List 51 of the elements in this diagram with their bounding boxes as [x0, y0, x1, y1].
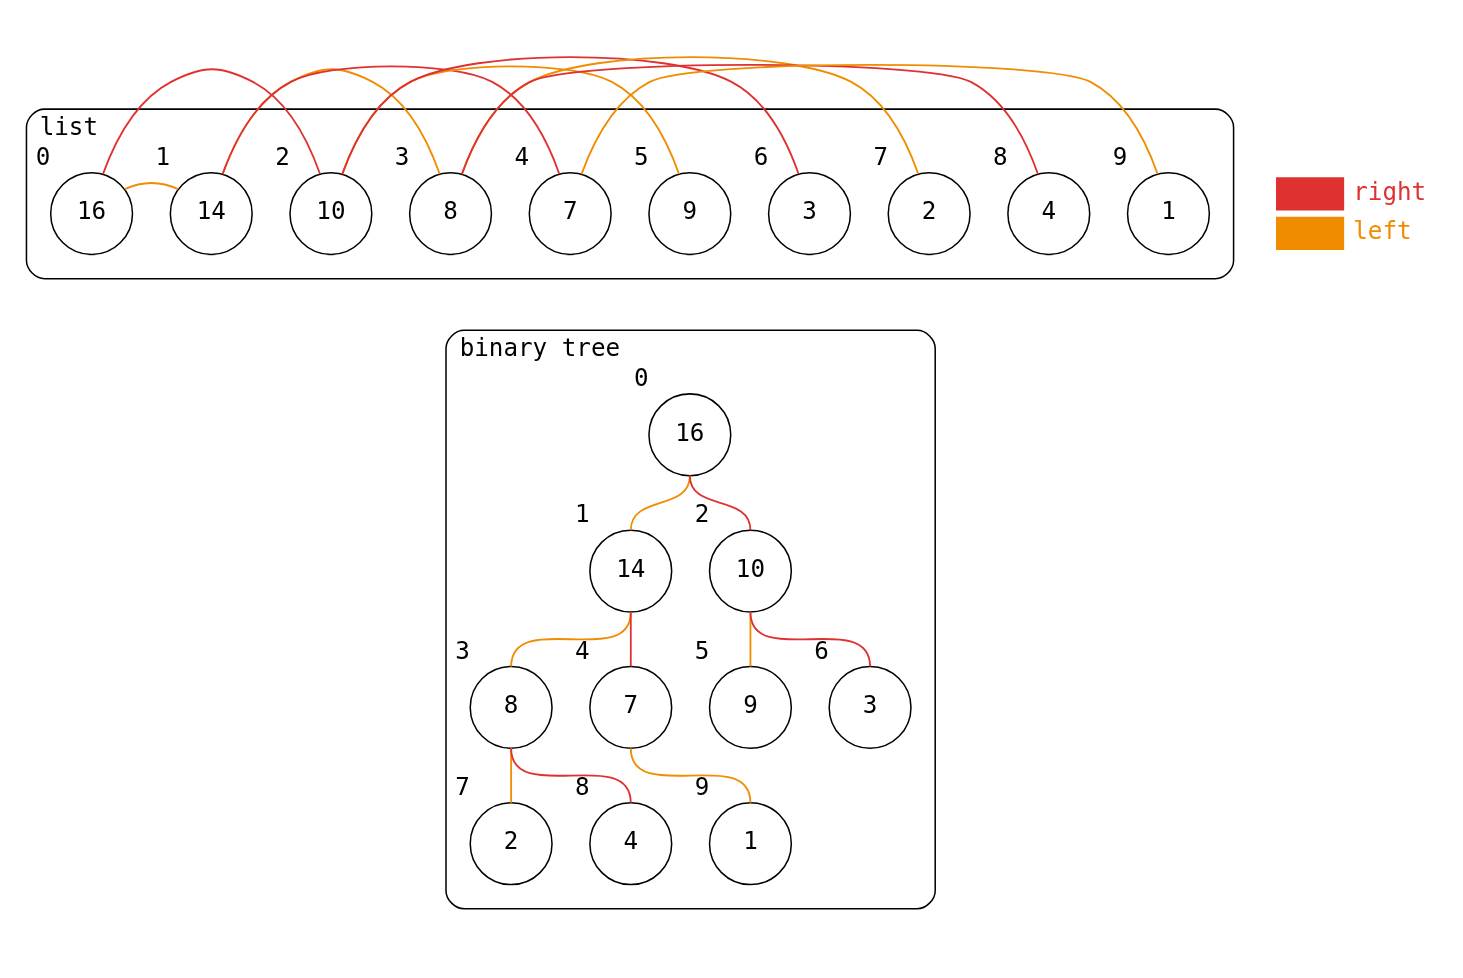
node-circle: 10: [289, 172, 373, 256]
node-label: 2: [694, 500, 710, 529]
node-circle: 9: [648, 172, 732, 256]
connector: [460, 63, 1039, 176]
node-circle: 4: [589, 802, 673, 886]
legend-label: left: [1353, 217, 1412, 246]
node-circle: 16: [648, 393, 732, 477]
node-circle: 10: [708, 529, 793, 613]
node-label: 6: [814, 636, 829, 665]
node-label: 1: [155, 142, 171, 171]
node-label: 9: [1112, 142, 1128, 171]
node-label: 4: [575, 636, 590, 665]
node-label: 3: [394, 142, 410, 171]
node-circle: 16: [49, 172, 134, 256]
node-circle: 7: [528, 172, 612, 256]
node-label: 3: [455, 636, 470, 665]
node-label: 2: [275, 142, 290, 171]
node-circle: 8: [408, 172, 493, 256]
node-label: 7: [455, 772, 470, 801]
node-label: 5: [694, 636, 710, 665]
node-label: 8: [575, 772, 590, 801]
node-label: 4: [514, 142, 530, 171]
node-circle: 3: [828, 665, 912, 750]
node-circle: 14: [589, 529, 673, 613]
connector: [629, 611, 632, 668]
node-circle: 8: [469, 665, 553, 750]
node-circle: 1: [1126, 172, 1211, 256]
connector: [102, 68, 321, 176]
node-circle: 4: [1007, 172, 1091, 256]
node-label: 0: [35, 142, 51, 171]
node-label: 5: [634, 142, 649, 171]
node-label: 8: [993, 142, 1008, 171]
node-circle: 2: [887, 172, 971, 256]
connector: [510, 747, 632, 804]
legend-label: right: [1353, 177, 1427, 206]
node-circle: 3: [767, 172, 852, 256]
node-label: 6: [753, 142, 769, 171]
node-label: 1: [575, 500, 590, 529]
node-circle: 9: [708, 665, 793, 750]
node-label: 0: [634, 363, 649, 392]
node-label: 7: [873, 142, 888, 171]
connector: [123, 182, 180, 190]
node-circle: 1: [708, 802, 793, 886]
connector: [688, 474, 752, 532]
connector: [580, 63, 1159, 176]
node-label: 9: [694, 772, 710, 801]
connector: [629, 747, 752, 804]
connector: [510, 611, 632, 668]
node-circle: 7: [589, 665, 673, 750]
node-circle: 14: [169, 172, 253, 256]
node-circle: 2: [469, 802, 553, 886]
